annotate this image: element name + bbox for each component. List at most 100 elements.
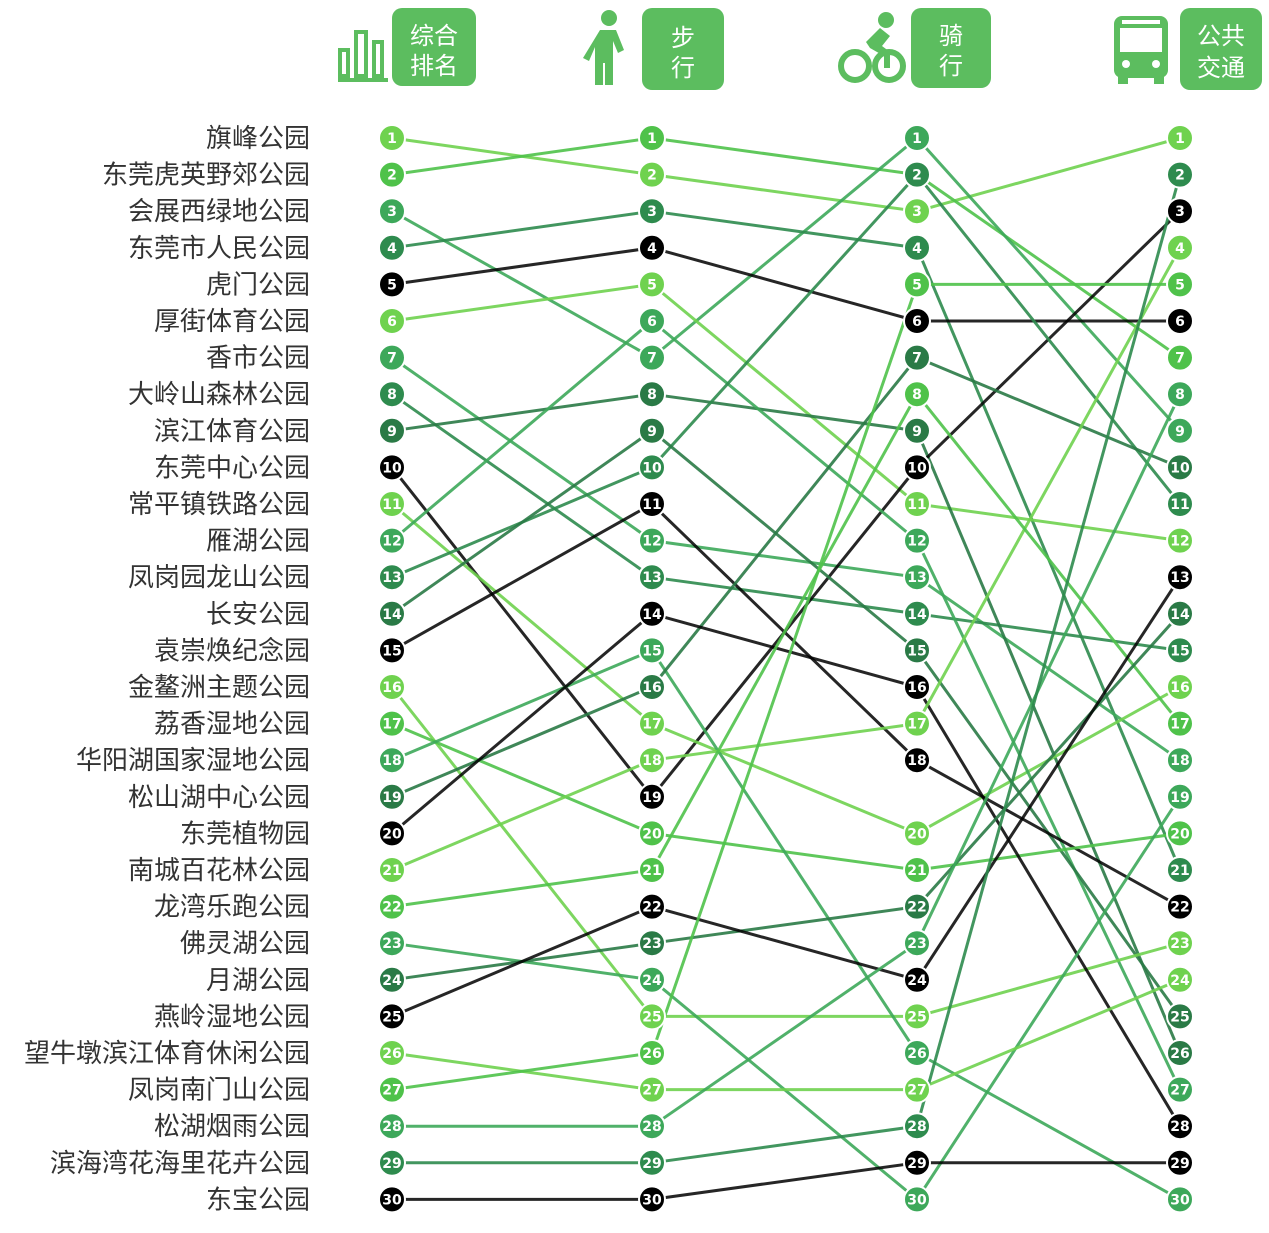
rank-node: 9 bbox=[378, 416, 406, 445]
rank-node-circle bbox=[378, 380, 406, 409]
rank-node: 18 bbox=[903, 746, 931, 775]
rank-node-label: 11 bbox=[1170, 497, 1189, 513]
rank-node: 18 bbox=[1166, 746, 1194, 775]
rank-node: 20 bbox=[903, 819, 931, 848]
rank-node: 14 bbox=[903, 599, 931, 628]
park-name-label: 月湖公园 bbox=[206, 966, 310, 996]
rank-node-label: 27 bbox=[382, 1083, 401, 1099]
rank-node: 20 bbox=[378, 819, 406, 848]
rank-line-9-seg-3 bbox=[915, 430, 1182, 1054]
rank-line-2-seg-2 bbox=[651, 136, 918, 177]
rank-node: 10 bbox=[378, 453, 406, 482]
rank-node: 14 bbox=[638, 599, 666, 628]
rank-node-circle bbox=[638, 782, 666, 811]
rank-node-circle bbox=[903, 1112, 931, 1141]
rank-line-14-seg-2 bbox=[651, 429, 918, 652]
rank-node-label: 4 bbox=[647, 241, 657, 257]
rank-node-label: 28 bbox=[907, 1119, 926, 1135]
rank-node-circle bbox=[903, 1185, 931, 1214]
rank-node: 27 bbox=[638, 1075, 666, 1104]
park-name-label: 南城百花林公园 bbox=[128, 856, 310, 886]
rank-node-circle bbox=[903, 1148, 931, 1177]
rank-node-label: 14 bbox=[642, 607, 662, 623]
rank-line-1-seg-3 bbox=[916, 136, 1181, 213]
rank-node-circle bbox=[903, 124, 931, 152]
rank-node-label: 24 bbox=[382, 973, 402, 989]
rank-node-circle bbox=[378, 892, 406, 921]
park-name-label: 东宝公园 bbox=[206, 1185, 310, 1215]
rank-node: 21 bbox=[1166, 856, 1194, 884]
rank-node-circle bbox=[378, 1002, 406, 1031]
rank-node-label: 27 bbox=[907, 1083, 926, 1099]
park-name-label: 凤岗园龙山公园 bbox=[128, 563, 310, 593]
rank-node-label: 6 bbox=[387, 314, 397, 330]
header-overall-box bbox=[392, 8, 476, 86]
rank-node: 26 bbox=[903, 1039, 931, 1067]
rank-node-label: 26 bbox=[382, 1046, 401, 1062]
rank-node-label: 24 bbox=[642, 973, 662, 989]
rank-node-circle bbox=[1166, 892, 1194, 921]
rank-node-label: 24 bbox=[907, 973, 927, 989]
rank-line-22-seg-1 bbox=[391, 868, 653, 909]
rank-node: 16 bbox=[378, 673, 406, 701]
rank-node-label: 5 bbox=[647, 277, 657, 293]
rank-node: 13 bbox=[378, 563, 406, 592]
rank-node: 17 bbox=[378, 709, 406, 738]
rank-node: 24 bbox=[903, 965, 931, 994]
rank-node-label: 13 bbox=[1170, 570, 1189, 586]
rank-node: 29 bbox=[638, 1148, 666, 1177]
rank-node: 12 bbox=[638, 526, 666, 555]
rank-line-16-seg-3 bbox=[916, 941, 1181, 1018]
rank-line-26-seg-3 bbox=[916, 978, 1181, 1091]
park-name-label: 望牛墩滨江体育休闲公园 bbox=[24, 1039, 310, 1069]
rank-node-label: 27 bbox=[642, 1083, 661, 1099]
rank-node-circle bbox=[378, 673, 406, 701]
header-overall-line2: 排名 bbox=[410, 52, 458, 80]
rank-line-18-seg-3 bbox=[916, 1051, 1181, 1201]
rank-node-circle bbox=[903, 1002, 931, 1031]
rank-node-circle bbox=[638, 270, 666, 299]
rank-node: 28 bbox=[638, 1112, 666, 1141]
rank-node-circle bbox=[1166, 1185, 1194, 1214]
rank-node-label: 1 bbox=[387, 131, 397, 147]
rank-node-circle bbox=[1166, 1148, 1194, 1177]
rank-node-circle bbox=[638, 197, 666, 226]
rank-node-circle bbox=[638, 673, 666, 701]
rank-node-circle bbox=[638, 563, 666, 592]
rank-node-label: 14 bbox=[382, 607, 402, 623]
rank-node-circle bbox=[638, 709, 666, 738]
rank-node-circle bbox=[1166, 856, 1194, 884]
rank-node-label: 6 bbox=[647, 314, 657, 330]
rank-node: 19 bbox=[378, 782, 406, 811]
rank-node-label: 30 bbox=[1170, 1192, 1190, 1208]
walking-person-icon bbox=[583, 10, 624, 85]
rank-node-label: 2 bbox=[1175, 168, 1185, 184]
rank-line-8-seg-1 bbox=[391, 392, 653, 579]
rank-line-30-seg-2 bbox=[651, 1161, 918, 1201]
rank-node-label: 10 bbox=[642, 460, 662, 476]
bar-chart-icon bbox=[338, 30, 388, 82]
header-cycle-line2: 行 bbox=[939, 52, 963, 80]
rank-lines bbox=[390, 136, 1182, 1201]
rank-node-label: 26 bbox=[642, 1046, 661, 1062]
rank-node: 29 bbox=[378, 1148, 406, 1177]
rank-node-circle bbox=[378, 819, 406, 848]
rank-node-label: 17 bbox=[382, 717, 401, 733]
rank-node: 10 bbox=[1166, 453, 1194, 482]
rank-node-label: 7 bbox=[387, 351, 397, 367]
rank-node-label: 13 bbox=[382, 570, 401, 586]
rank-node-circle bbox=[1166, 1039, 1194, 1067]
rank-node-circle bbox=[903, 563, 931, 592]
rank-node: 5 bbox=[378, 270, 406, 299]
rank-node: 2 bbox=[378, 160, 406, 189]
rank-node: 5 bbox=[1166, 270, 1194, 299]
rank-node-label: 25 bbox=[382, 1009, 401, 1025]
rank-node-circle bbox=[903, 929, 931, 958]
rank-node-label: 20 bbox=[1170, 826, 1190, 842]
rank-node-label: 23 bbox=[907, 936, 926, 952]
rank-node-label: 22 bbox=[382, 900, 401, 916]
rank-node-circle bbox=[378, 856, 406, 884]
park-name-label: 燕岭湿地公园 bbox=[154, 1002, 310, 1032]
rank-node: 6 bbox=[1166, 307, 1194, 335]
rank-node-circle bbox=[638, 892, 666, 921]
